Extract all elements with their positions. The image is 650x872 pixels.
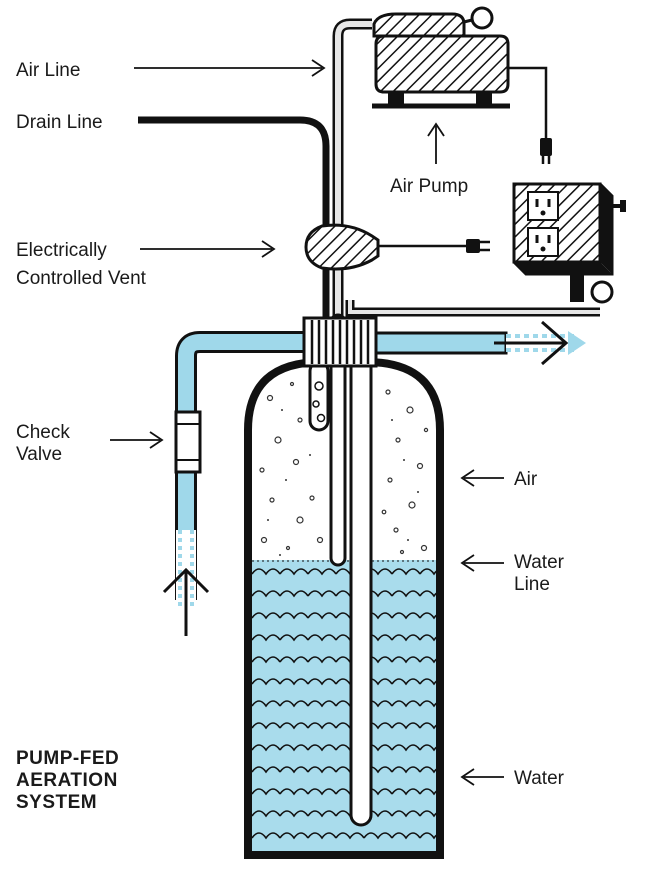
check-valve-icon: [174, 410, 202, 474]
outlet-flow-arrow: [494, 320, 569, 366]
vent-valve-icon: [304, 223, 468, 271]
inlet-flow-arrow: [162, 567, 210, 636]
label-check-valve-line1: Check: [16, 422, 70, 443]
label-vent-line2: Controlled Vent: [16, 268, 147, 289]
title-line3: SYSTEM: [16, 792, 97, 813]
pressure-tank: [244, 358, 444, 859]
air-injection-tube: [329, 313, 347, 567]
label-water: Water: [514, 768, 565, 789]
label-air: Air: [514, 469, 538, 490]
power-plug-icon: [466, 239, 490, 253]
label-vent-line1: Electrically: [16, 240, 107, 261]
outlet-water-pipe: [374, 331, 586, 355]
pump-cord: [508, 66, 552, 164]
air-bubbles: [259, 381, 429, 555]
wall-outlet-icon: [512, 182, 626, 276]
label-air-line: Air Line: [16, 60, 80, 81]
tank-head: [302, 316, 378, 368]
title-line1: PUMP-FED: [16, 748, 119, 769]
label-water-line-line2: Line: [514, 574, 550, 595]
drain-line-pipe: [138, 116, 330, 320]
controller-air-line: [345, 300, 600, 317]
dip-tube: [349, 353, 373, 827]
label-drain-line: Drain Line: [16, 112, 103, 133]
label-water-line-line1: Water: [514, 552, 565, 573]
label-air-pump: Air Pump: [390, 176, 468, 197]
air-pump-icon: [372, 6, 510, 109]
label-check-valve-line2: Valve: [16, 444, 62, 465]
air-line-pipe: [332, 18, 372, 320]
pointer-arrows: [110, 59, 504, 786]
title-line2: AERATION: [16, 770, 118, 791]
vent-tube: [308, 360, 330, 432]
controller-connector: [570, 272, 614, 304]
